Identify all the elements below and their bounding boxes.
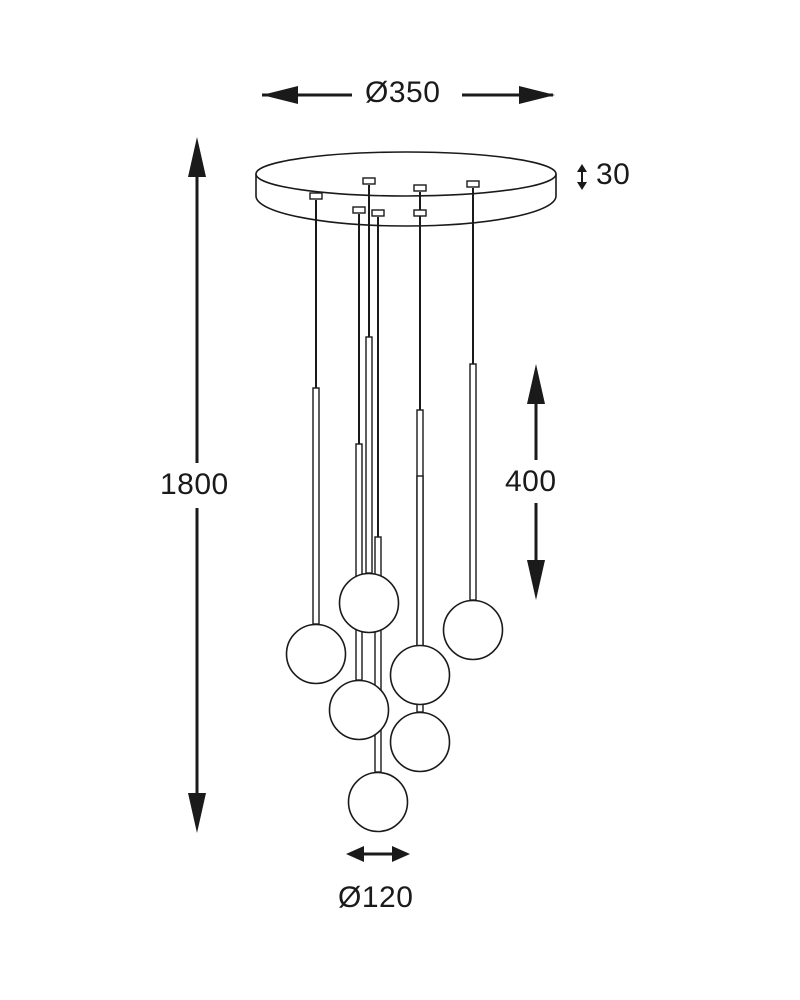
rod-3 <box>365 336 373 574</box>
cable-mount-7 <box>466 180 480 188</box>
canopy <box>255 151 557 227</box>
cable-mount-2 <box>352 206 366 214</box>
rod-4 <box>374 536 382 773</box>
rod-2 <box>355 443 363 681</box>
canopy-height-arrow <box>577 164 587 190</box>
globe-7 <box>442 599 504 661</box>
rod-length-label: 400 <box>505 465 557 498</box>
canopy-height-label: 30 <box>596 158 631 191</box>
globe-diameter-arrow <box>346 846 410 862</box>
cable-mount-3 <box>362 177 376 185</box>
cable-mount-1 <box>309 192 323 200</box>
globe-diameter-label: Ø120 <box>338 881 414 914</box>
cable-mount-6 <box>413 209 427 217</box>
rod-length-arrow <box>527 364 545 600</box>
cables-group <box>315 185 474 537</box>
globe-4 <box>347 771 409 833</box>
canopy-diameter-arrow <box>262 86 555 104</box>
rods-group <box>312 336 477 773</box>
cable-mount-5 <box>413 184 427 192</box>
globes-group <box>285 572 504 833</box>
canopy-diameter-label: Ø350 <box>365 76 441 109</box>
globe-1 <box>285 623 347 685</box>
globe-3 <box>338 572 400 634</box>
globe-2 <box>328 679 390 741</box>
globe-5 <box>389 644 451 706</box>
globe-6 <box>389 711 451 773</box>
cable-mounts-group <box>309 177 480 217</box>
cable-mount-4 <box>371 209 385 217</box>
dimension-lines <box>188 86 587 862</box>
total-height-arrow <box>188 137 206 833</box>
total-height-label: 1800 <box>160 468 229 501</box>
rod-7 <box>469 363 477 601</box>
rod-1 <box>312 387 320 625</box>
